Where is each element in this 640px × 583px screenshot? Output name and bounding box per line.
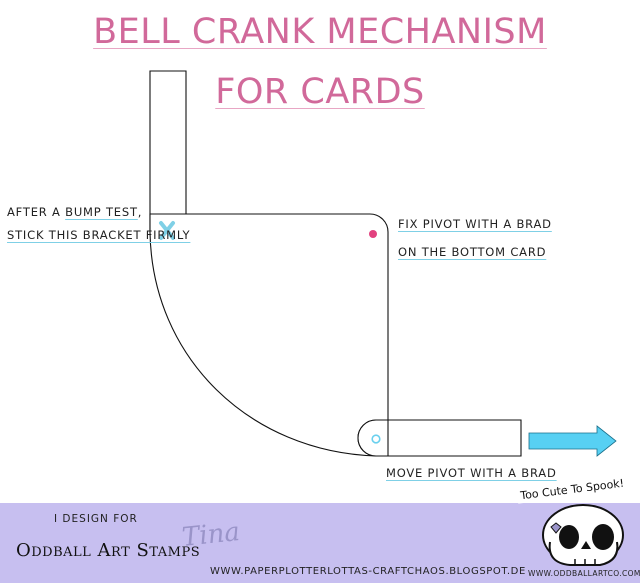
footer-signature: Tina	[180, 517, 242, 553]
bell-crank-plate	[149, 213, 389, 457]
moving-arm	[357, 419, 522, 457]
x-mark-icon	[159, 221, 175, 240]
note-bump-test-line1: After a bump test,	[7, 205, 143, 219]
note-bump-test-line2: stick this bracket firmly	[7, 228, 191, 242]
footer-brand: Oddball Art Stamps	[16, 540, 201, 561]
diagram-title-line1: Bell Crank Mechanism	[93, 12, 547, 52]
note-fix-pivot-line2: on the bottom card	[398, 245, 547, 259]
footer-band	[0, 503, 640, 583]
fixed-pivot-marker	[369, 230, 377, 238]
skull-logo-icon	[542, 504, 624, 566]
footer-site-url: www.oddballartco.com	[528, 569, 640, 578]
note-fix-pivot-line1: Fix pivot with a brad	[398, 217, 552, 231]
note-move-pivot: Move pivot with a brad	[386, 466, 557, 480]
footer-blog-url: www.paperplotterlottas-craftchaos.blogsp…	[210, 566, 526, 577]
arrow-right-icon	[528, 425, 617, 457]
footer-design-for: I design for	[54, 513, 138, 525]
moving-pivot-marker	[371, 434, 381, 444]
diagram-title-line2: for Cards	[215, 72, 425, 112]
